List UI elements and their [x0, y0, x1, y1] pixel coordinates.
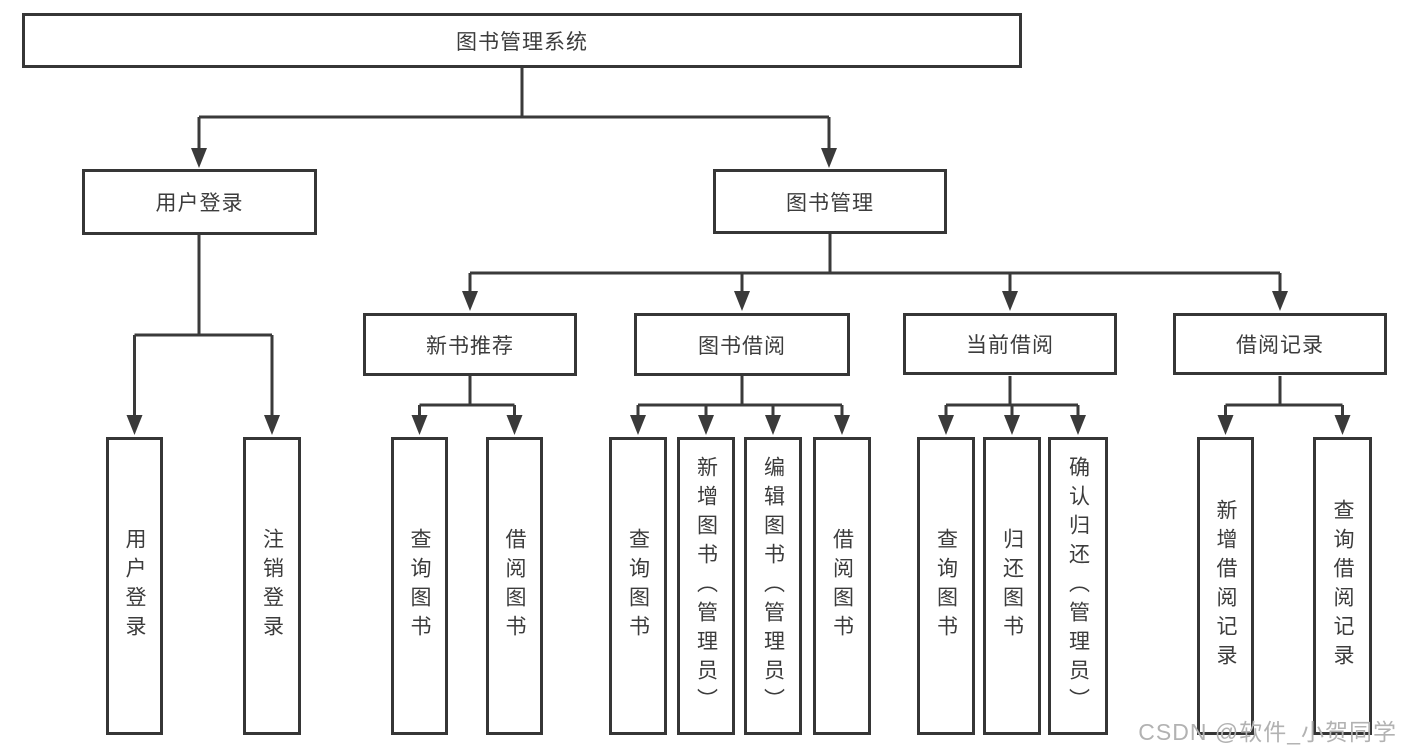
leaf-add-borrow-record-label: 新增借阅记录 [1214, 499, 1237, 673]
leaf-user-login-label: 用户登录 [123, 528, 146, 644]
connector-borrow-records-children [1224, 376, 1344, 417]
leaf-query-books-current-label: 查询图书 [934, 528, 958, 644]
leaf-query-books-recommend-label: 查询图书 [408, 528, 431, 644]
leaf-add-book-admin-label: 新增图书（管理员） [694, 455, 718, 717]
leaf-confirm-return-admin: 确认归还（管理员） [1048, 437, 1108, 735]
leaf-logout: 注销登录 [243, 437, 301, 735]
node-borrow-records: 借阅记录 [1173, 313, 1387, 375]
connector-book-management-children [468, 234, 1282, 293]
leaf-return-book: 归还图书 [983, 437, 1041, 735]
leaf-edit-book-admin-label: 编辑图书（管理员） [761, 455, 785, 717]
leaf-add-book-admin: 新增图书（管理员） [677, 437, 735, 735]
node-book-management: 图书管理 [713, 169, 947, 234]
node-current-borrow-label: 当前借阅 [966, 334, 1054, 357]
leaf-logout-label: 注销登录 [260, 528, 284, 644]
leaf-return-book-label: 归还图书 [1000, 528, 1024, 644]
leaf-confirm-return-admin-label: 确认归还（管理员） [1066, 455, 1090, 717]
csdn-watermark: CSDN @软件_小贺同学 [1138, 719, 1397, 745]
leaf-add-borrow-record: 新增借阅记录 [1197, 437, 1254, 735]
connector-new-book-children [418, 376, 516, 417]
node-library-system-label: 图书管理系统 [456, 30, 588, 54]
leaf-edit-book-admin: 编辑图书（管理员） [744, 437, 802, 735]
leaf-borrow-books-label: 借阅图书 [830, 528, 854, 644]
leaf-user-login: 用户登录 [106, 437, 163, 735]
node-new-book-recommend: 新书推荐 [363, 313, 577, 376]
node-book-borrow: 图书借阅 [634, 313, 850, 376]
node-book-borrow-label: 图书借阅 [698, 334, 786, 358]
node-book-management-label: 图书管理 [786, 191, 874, 215]
leaf-borrow-books-recommend: 借阅图书 [486, 437, 543, 735]
leaf-query-borrow-record: 查询借阅记录 [1313, 437, 1372, 735]
connector-book-borrow-children [636, 376, 844, 417]
leaf-borrow-books-recommend-label: 借阅图书 [503, 528, 526, 644]
leaf-query-books-current: 查询图书 [917, 437, 975, 735]
leaf-query-borrow-record-label: 查询借阅记录 [1331, 499, 1354, 673]
leaf-query-books-recommend: 查询图书 [391, 437, 448, 735]
connector-user-login-children [133, 235, 274, 417]
node-borrow-records-label: 借阅记录 [1236, 334, 1324, 357]
node-user-login-label: 用户登录 [155, 192, 244, 215]
node-user-login: 用户登录 [82, 169, 317, 235]
leaf-query-books-borrow: 查询图书 [609, 437, 667, 735]
leaf-borrow-books: 借阅图书 [813, 437, 871, 735]
arrowheads [126, 148, 1351, 435]
connector-root-to-level1 [197, 68, 831, 150]
node-new-book-recommend-label: 新书推荐 [426, 334, 514, 358]
node-library-system: 图书管理系统 [22, 13, 1022, 68]
connector-current-borrow-children [944, 376, 1080, 417]
leaf-query-books-borrow-label: 查询图书 [626, 528, 650, 644]
node-current-borrow: 当前借阅 [903, 313, 1117, 375]
